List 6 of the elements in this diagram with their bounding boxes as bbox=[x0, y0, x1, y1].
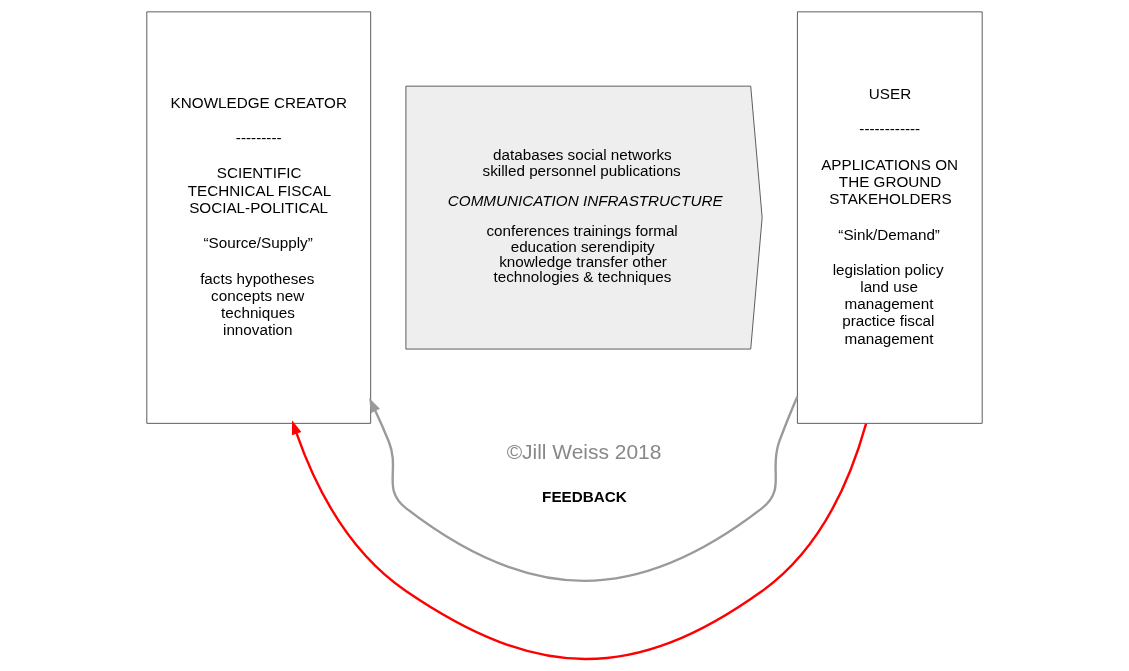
label: ©Jill Weiss 2018 bbox=[506, 440, 662, 464]
node-box: KNOWLEDGE CREATOR --------- SCIENTIFIC TECHNICAL FISCAL SOCIAL-POLITICAL “Source/Supply” facts hypotheses concepts new techniques innovation bbox=[146, 11, 372, 424]
arrow bbox=[291, 420, 868, 661]
node-box: USER ------------ APPLICATIONS ON THE GROUND STAKEHOLDERS “Sink/Demand” legislation policy land use management practice fiscal management bbox=[796, 11, 983, 424]
arrow bbox=[369, 396, 799, 582]
edge-label: FEEDBACK bbox=[542, 488, 627, 506]
